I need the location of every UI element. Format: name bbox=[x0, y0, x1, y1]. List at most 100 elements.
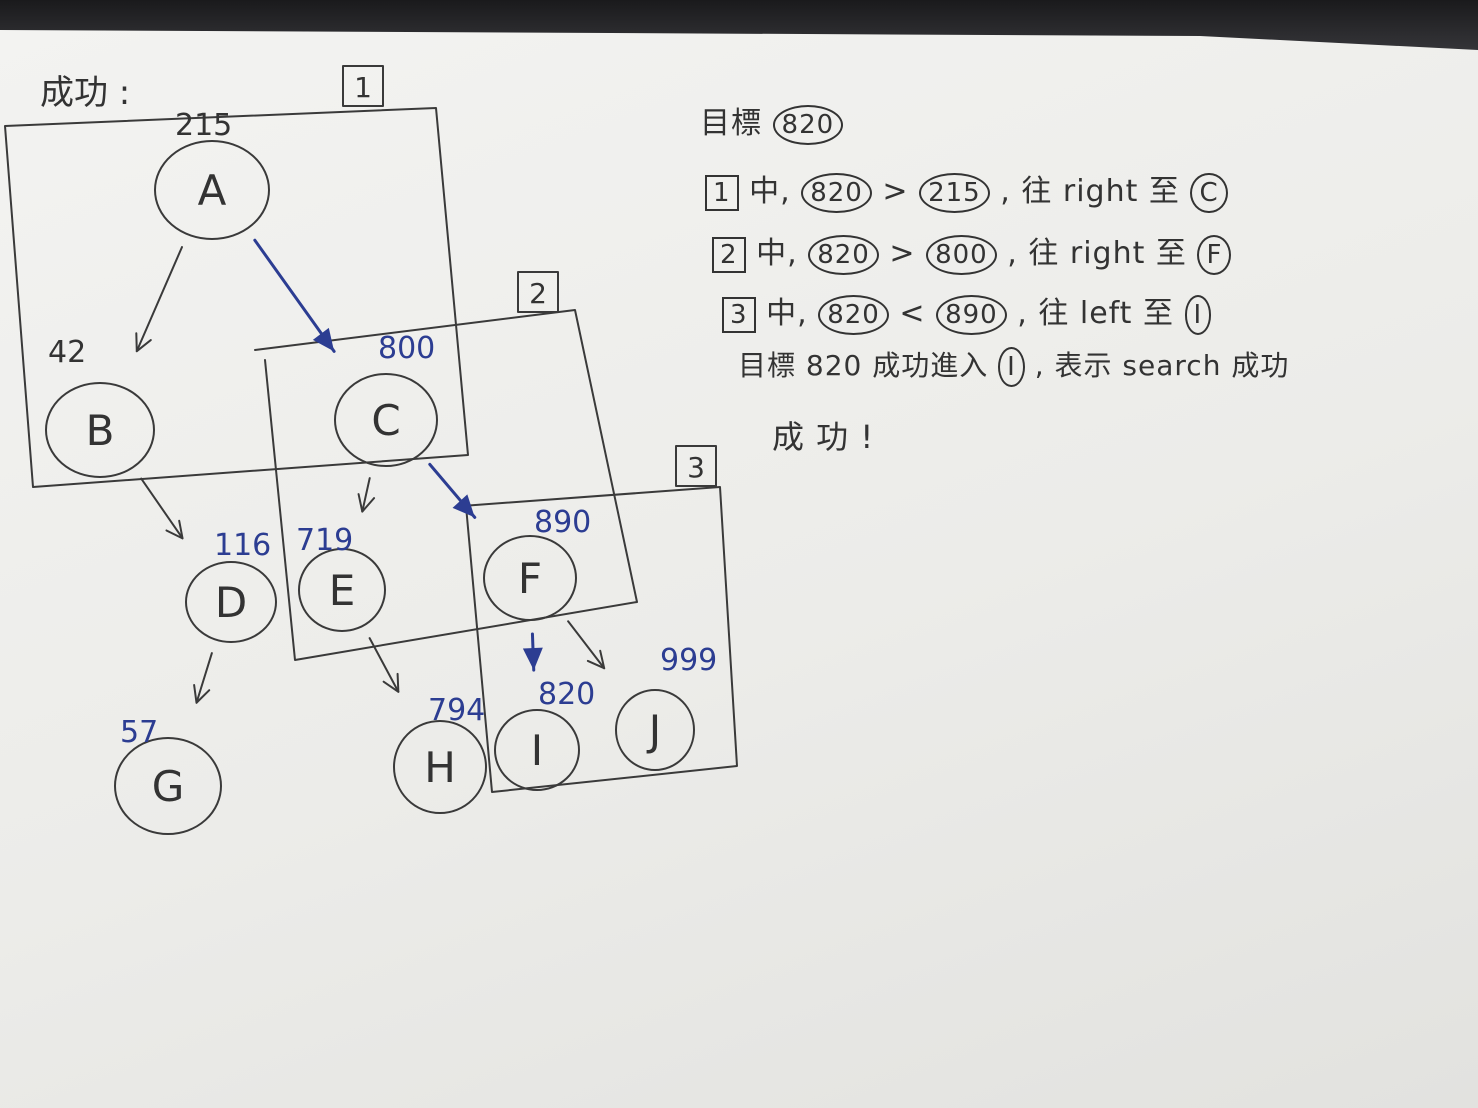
step-3-mid: 中, bbox=[766, 296, 808, 331]
node-B: B 42 bbox=[45, 335, 155, 478]
edge-C-E bbox=[361, 477, 371, 513]
node-D-letter: D bbox=[215, 578, 247, 627]
step-2-dir: , 往 right 至 bbox=[1007, 236, 1187, 271]
node-C: C 800 bbox=[334, 331, 438, 467]
edge-E-H-arrowhead bbox=[382, 672, 400, 693]
step-3-a: 820 bbox=[818, 295, 889, 335]
result-text: 目標 820 成功進入 bbox=[738, 349, 989, 382]
step-1-box: 1 bbox=[705, 175, 739, 211]
frame-3-label: 3 bbox=[687, 451, 705, 484]
node-H-letter: H bbox=[424, 743, 456, 792]
node-E: E 719 bbox=[296, 523, 386, 632]
edge-B-D-arrowhead bbox=[165, 519, 184, 540]
node-F-value: 890 bbox=[534, 505, 591, 540]
step-2-box: 2 bbox=[712, 237, 746, 273]
step-1-a: 820 bbox=[801, 173, 872, 213]
step-3-node: I bbox=[1184, 295, 1212, 335]
step-3: 3 中, 820 < 890 , 往 left 至 I bbox=[722, 288, 1212, 335]
node-E-letter: E bbox=[329, 566, 356, 615]
node-D-value: 116 bbox=[214, 528, 271, 563]
node-G-circle bbox=[114, 737, 222, 835]
node-D-circle bbox=[185, 561, 277, 643]
step-2-mid: 中, bbox=[756, 236, 798, 271]
edge-A-C-arrowhead bbox=[312, 327, 335, 352]
node-I-letter: I bbox=[531, 726, 543, 775]
step-2-b: 800 bbox=[926, 235, 997, 275]
step-2: 2 中, 820 > 800 , 往 right 至 F bbox=[712, 228, 1232, 275]
node-J-value: 999 bbox=[660, 643, 717, 678]
step-3-box: 3 bbox=[722, 297, 756, 333]
step-2-node: F bbox=[1197, 235, 1232, 275]
node-G: G 57 bbox=[114, 715, 222, 835]
node-H: H 794 bbox=[393, 693, 487, 814]
frame-2-label-box bbox=[517, 271, 559, 313]
node-B-circle bbox=[45, 382, 155, 478]
node-E-value: 719 bbox=[296, 523, 353, 558]
node-J-circle bbox=[615, 689, 695, 771]
result-tail: , 表示 search 成功 bbox=[1034, 349, 1290, 382]
step-1-dir: , 往 right 至 bbox=[1000, 174, 1180, 209]
frame-1-label: 1 bbox=[354, 71, 372, 104]
step-2-op: > bbox=[889, 236, 916, 271]
step-3-b: 890 bbox=[936, 295, 1007, 335]
edge-E-H bbox=[368, 637, 400, 693]
node-B-value: 42 bbox=[48, 335, 86, 370]
edge-F-J-arrowhead bbox=[586, 649, 606, 670]
frame-3-label-box bbox=[675, 445, 717, 487]
node-D: D 116 bbox=[185, 528, 277, 643]
step-1-op: > bbox=[882, 174, 909, 209]
step-1-b: 215 bbox=[919, 173, 990, 213]
result-node: I bbox=[998, 347, 1025, 387]
frame-1-outline bbox=[4, 107, 469, 488]
edge-A-C bbox=[253, 238, 336, 353]
node-C-letter: C bbox=[371, 396, 400, 445]
frame-3-outline bbox=[461, 486, 738, 793]
target-label: 目標 bbox=[700, 106, 762, 141]
node-C-circle bbox=[334, 373, 438, 467]
step-1-node: C bbox=[1190, 173, 1228, 213]
edge-F-I-arrowhead bbox=[522, 647, 543, 671]
final-text: 成 功 ! bbox=[772, 418, 875, 456]
node-H-circle bbox=[393, 720, 487, 814]
frame-2-outline bbox=[254, 309, 638, 661]
edge-D-G-arrowhead bbox=[193, 684, 211, 704]
step-3-op: < bbox=[899, 296, 926, 331]
frame-1-label-box bbox=[342, 65, 384, 107]
edge-C-E-arrowhead bbox=[357, 493, 376, 513]
step-1-mid: 中, bbox=[749, 174, 791, 209]
step-2-a: 820 bbox=[808, 235, 879, 275]
node-A-letter: A bbox=[198, 166, 227, 215]
target-value: 820 bbox=[772, 105, 844, 145]
node-A: A 215 bbox=[154, 108, 270, 240]
paper-sheet bbox=[0, 30, 1478, 1108]
node-H-value: 794 bbox=[428, 693, 485, 728]
result-line: 目標 820 成功進入 I , 表示 search 成功 bbox=[738, 344, 1289, 387]
node-C-value: 800 bbox=[378, 331, 435, 366]
edge-A-B bbox=[135, 246, 183, 353]
edge-D-G bbox=[195, 652, 213, 704]
edge-C-F-arrowhead bbox=[452, 494, 475, 518]
edge-F-J bbox=[567, 620, 606, 670]
title-label: 成功 : bbox=[40, 73, 130, 113]
node-A-value: 215 bbox=[175, 108, 232, 143]
node-G-letter: G bbox=[152, 762, 185, 811]
step-3-dir: , 往 left 至 bbox=[1017, 296, 1174, 331]
node-F-letter: F bbox=[518, 554, 542, 603]
edge-A-B-arrowhead bbox=[135, 332, 152, 353]
node-G-value: 57 bbox=[120, 715, 158, 750]
node-A-circle bbox=[154, 140, 270, 240]
node-J: J 999 bbox=[615, 643, 717, 771]
node-J-letter: J bbox=[646, 706, 661, 755]
step-1: 1 中, 820 > 215 , 往 right 至 C bbox=[705, 166, 1228, 213]
node-B-letter: B bbox=[86, 406, 115, 455]
node-E-circle bbox=[298, 548, 386, 632]
target-line: 目標 820 bbox=[700, 98, 844, 145]
node-F: F 890 bbox=[483, 505, 591, 621]
node-I-value: 820 bbox=[538, 677, 595, 712]
node-I: I 820 bbox=[494, 677, 595, 791]
frame-2-label: 2 bbox=[529, 277, 547, 310]
node-F-circle bbox=[483, 535, 577, 621]
edge-B-D bbox=[140, 477, 184, 540]
node-I-circle bbox=[494, 709, 580, 791]
